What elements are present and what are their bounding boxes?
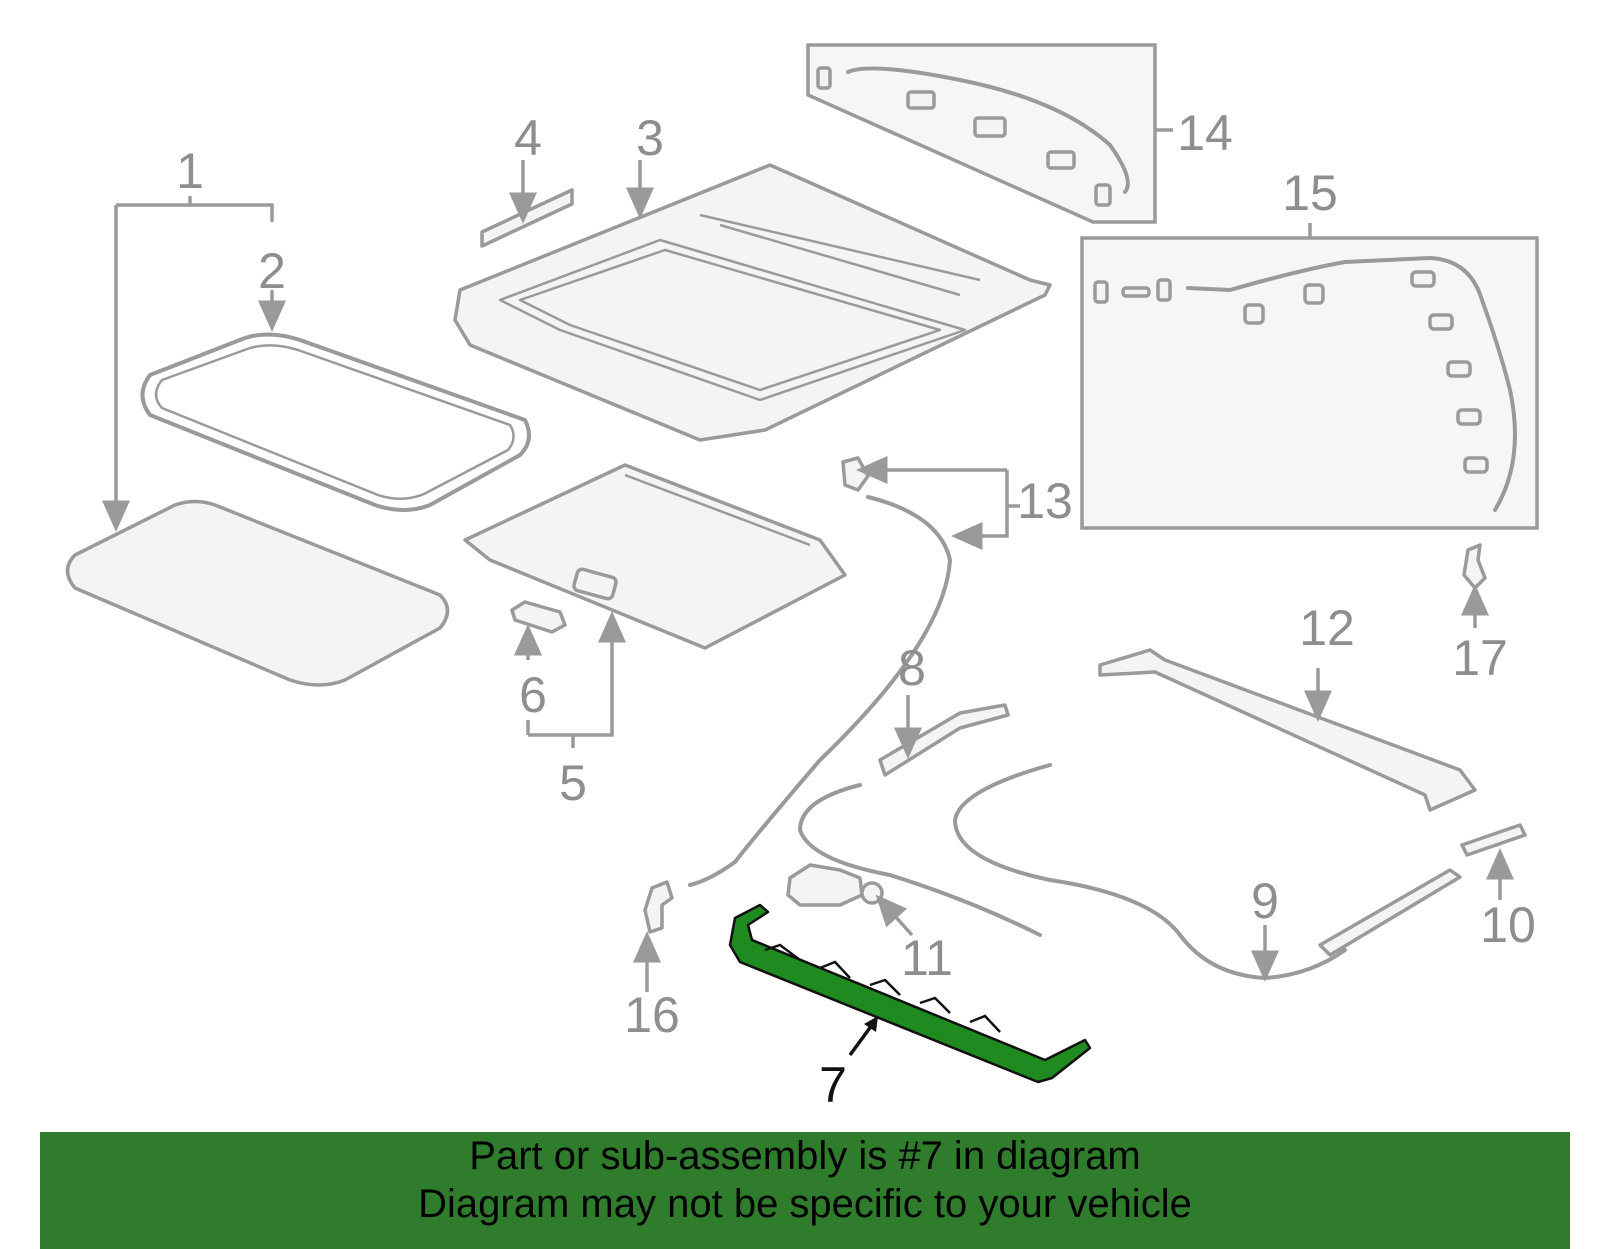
- drain-kit-part-14[interactable]: [806, 43, 1157, 224]
- weatherstrip-part-2[interactable]: [140, 332, 531, 512]
- label-part-16: 16: [624, 987, 680, 1043]
- label-part-5: 5: [559, 755, 587, 811]
- leader-part-13: [856, 456, 1020, 550]
- label-part-15: 15: [1282, 165, 1338, 221]
- label-part-7: 7: [819, 1057, 847, 1113]
- label-part-6: 6: [519, 667, 547, 723]
- leader-part-1: [102, 196, 274, 532]
- motor-part-11[interactable]: [786, 863, 884, 907]
- label-part-3: 3: [636, 110, 664, 166]
- deflector-part-7-highlighted[interactable]: [728, 903, 1092, 1084]
- label-part-11: 11: [901, 930, 953, 986]
- label-part-4: 4: [514, 110, 542, 166]
- label-part-9: 9: [1251, 873, 1279, 929]
- drain-cable-part-9[interactable]: [953, 763, 1462, 980]
- drain-kit-part-15[interactable]: [1080, 236, 1539, 530]
- leader-part-7: [848, 1016, 878, 1057]
- label-part-13: 13: [1017, 473, 1073, 529]
- sunshade-part-5[interactable]: [463, 463, 847, 650]
- label-part-1: 1: [176, 143, 204, 199]
- grommet-part-17[interactable]: [1462, 543, 1487, 590]
- label-part-2: 2: [258, 243, 286, 299]
- leader-part-11: [875, 894, 914, 937]
- strip-part-4[interactable]: [480, 188, 574, 248]
- handle-part-6[interactable]: [510, 600, 567, 634]
- label-part-12: 12: [1299, 600, 1355, 656]
- bracket-part-10[interactable]: [1460, 823, 1527, 857]
- grommet-part-16[interactable]: [643, 880, 674, 934]
- banner-line-disclaimer: Diagram may not be specific to your vehi…: [418, 1182, 1192, 1226]
- label-part-17: 17: [1452, 630, 1508, 686]
- banner-line-part-number: Part or sub-assembly is #7 in diagram: [469, 1134, 1141, 1178]
- sunroof-frame-part-3[interactable]: [453, 163, 1052, 442]
- leader-part-5: [526, 611, 626, 748]
- rear-rail-part-12[interactable]: [1098, 648, 1477, 812]
- glass-panel-part-1[interactable]: [65, 499, 450, 687]
- label-part-10: 10: [1480, 897, 1536, 953]
- label-part-8: 8: [898, 640, 926, 696]
- label-part-14: 14: [1177, 105, 1233, 161]
- info-banner: Part or sub-assembly is #7 in diagram Di…: [40, 1132, 1570, 1249]
